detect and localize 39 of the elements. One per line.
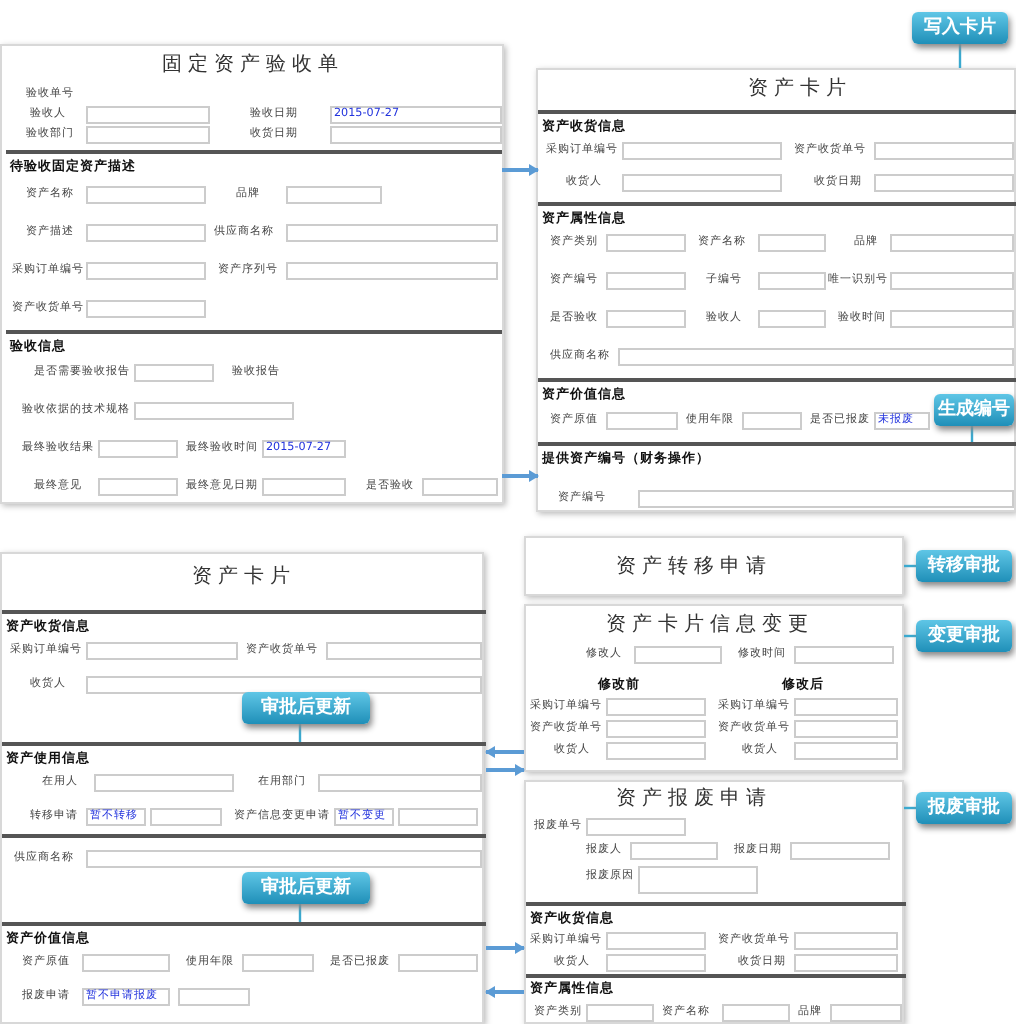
form-title: 资产报废申请 [616, 788, 772, 812]
form-panel [524, 604, 904, 772]
leader-line [298, 724, 302, 742]
form-panel [524, 780, 904, 1024]
leader-line [970, 426, 974, 442]
form-title: 资产卡片 [748, 78, 852, 102]
form-section [2, 742, 486, 830]
leader-line [958, 44, 962, 68]
form-section [2, 610, 486, 690]
leader-line [904, 564, 916, 568]
form-section [2, 834, 486, 870]
leader-line [904, 634, 916, 638]
arrow [486, 764, 525, 776]
arrow [502, 470, 539, 482]
callout-bubble: 写入卡片 [912, 12, 1008, 44]
form-panel [0, 552, 484, 1024]
form-section [526, 902, 906, 970]
callout-bubble: 审批后更新 [242, 692, 370, 724]
arrow [485, 986, 524, 998]
callout-bubble: 报废审批 [916, 792, 1012, 824]
form-panel [536, 68, 1016, 512]
leader-line [298, 904, 302, 922]
arrow [502, 164, 539, 176]
arrow [485, 746, 524, 758]
form-title: 固定资产验收单 [162, 54, 344, 78]
arrow [486, 942, 525, 954]
form-section [526, 974, 906, 1024]
form-panel [0, 44, 504, 504]
callout-bubble: 转移审批 [916, 550, 1012, 582]
leader-line [904, 806, 916, 810]
form-title: 资产卡片信息变更 [606, 614, 814, 638]
callout-bubble: 生成编号 [934, 394, 1014, 426]
form-title: 资产转移申请 [616, 556, 772, 580]
form-panel [524, 536, 904, 596]
callout-bubble: 审批后更新 [242, 872, 370, 904]
form-section [6, 150, 502, 324]
callout-bubble: 变更审批 [916, 620, 1012, 652]
form-title: 资产卡片 [192, 566, 296, 590]
form-section [538, 442, 1016, 514]
